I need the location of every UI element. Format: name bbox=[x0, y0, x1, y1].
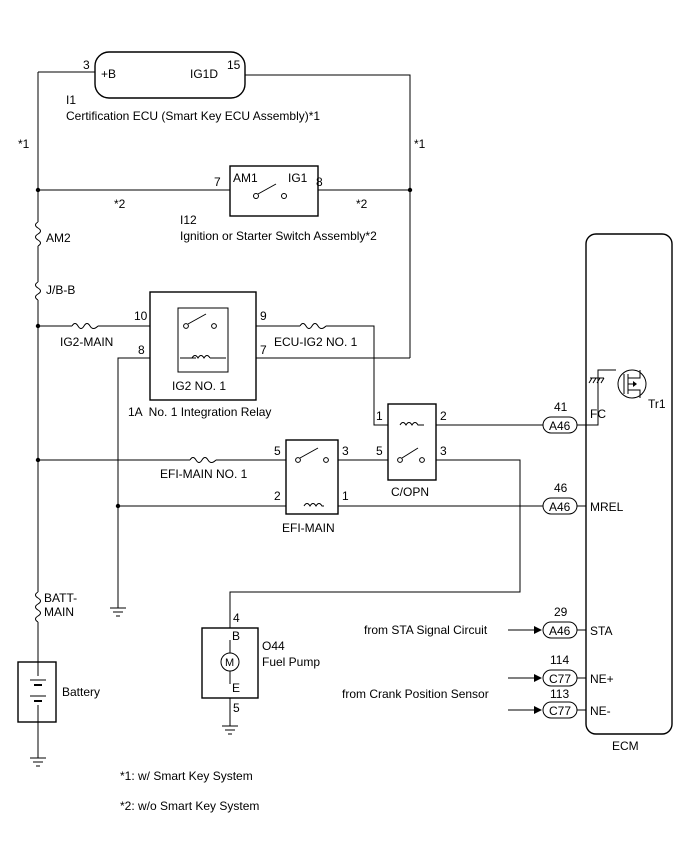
efi-relay-pin-2: 2 bbox=[274, 489, 281, 503]
cert-ecu-pin-ig1d: IG1D bbox=[190, 67, 218, 81]
input-sta-label: from STA Signal Circuit bbox=[364, 623, 488, 637]
copn-relay-pin-5: 5 bbox=[376, 444, 383, 458]
arrowheads bbox=[534, 626, 542, 714]
efi-relay-pin-5: 5 bbox=[274, 444, 281, 458]
ig2-relay: 10 9 8 7 IG2 NO. 1 1A No. 1 Integration … bbox=[128, 291, 271, 419]
ecm-terminal-sta-signal: STA bbox=[590, 624, 612, 638]
ecm-terminal-mrel-signal: MREL bbox=[590, 500, 624, 514]
fuse-efi-main-no1-label: EFI-MAIN NO. 1 bbox=[160, 467, 248, 481]
fuel-pump-term-e: E bbox=[232, 681, 240, 695]
fuel-pump-motor: M bbox=[225, 657, 234, 669]
note-mark-right-1: *1 bbox=[414, 137, 426, 151]
cert-ecu-code: I1 bbox=[66, 93, 76, 107]
fuel-pump-pin-5: 5 bbox=[233, 701, 240, 715]
ecm-terminal-ne-minus: 113 C77 NE- bbox=[542, 687, 611, 719]
fuel-pump: M B E 4 5 O44 Fuel Pump bbox=[201, 611, 320, 715]
ecm-terminal-ne-minus-signal: NE- bbox=[590, 704, 611, 718]
fuse-batt-main-line1: BATT- bbox=[44, 591, 77, 605]
ecm-terminal-mrel-pin: 46 bbox=[554, 481, 568, 495]
ecm-terminal-ne-plus: 114 C77 NE+ bbox=[542, 653, 614, 687]
ign-switch-pin-8: 8 bbox=[316, 175, 323, 189]
ecm-terminal-ne-plus-conn: C77 bbox=[549, 672, 571, 686]
ground-icon-2 bbox=[222, 725, 238, 735]
note-mark-left-1: *1 bbox=[18, 137, 30, 151]
cert-ecu-pin-b: +B bbox=[101, 67, 116, 81]
fuse-am2-label: AM2 bbox=[46, 231, 71, 245]
cert-ecu-pin-b-number: 3 bbox=[83, 58, 90, 72]
cert-ecu-pin-ig1d-number: 15 bbox=[227, 58, 241, 72]
ecm: ECM Tr1 41 A46 FC 46 A46 MREL bbox=[542, 233, 673, 753]
ign-switch-am1: AM1 bbox=[233, 171, 258, 185]
ground-icon-3 bbox=[30, 757, 46, 767]
footnote-1: *1: w/ Smart Key System bbox=[120, 769, 253, 783]
ecm-terminal-sta-pin: 29 bbox=[554, 605, 568, 619]
ignition-switch: AM1 IG1 7 8 I12 Ignition or Starter Swit… bbox=[180, 165, 377, 243]
ecm-terminal-fc-conn: A46 bbox=[549, 419, 571, 433]
fuse-batt-main-icon bbox=[35, 591, 41, 623]
ecm-terminal-fc-pin: 41 bbox=[554, 400, 568, 414]
fuse-jb-icon bbox=[35, 281, 41, 301]
efi-main-relay: 5 3 2 1 EFI-MAIN bbox=[274, 439, 349, 535]
fuel-pump-code: O44 bbox=[262, 639, 285, 653]
ecm-terminal-ne-minus-pin: 113 bbox=[550, 687, 569, 701]
copn-relay: 1 2 5 3 C/OPN bbox=[376, 403, 447, 499]
efi-relay-name: EFI-MAIN bbox=[282, 521, 335, 535]
transistor-tr1-label: Tr1 bbox=[648, 397, 666, 411]
battery-label: Battery bbox=[62, 685, 100, 699]
efi-relay-pin-3: 3 bbox=[342, 444, 349, 458]
ig2-relay-pin-10: 10 bbox=[134, 309, 148, 323]
note-mark-left-2: *2 bbox=[114, 197, 126, 211]
ecm-terminal-sta-conn: A46 bbox=[549, 624, 571, 638]
fuse-batt-main-line2: MAIN bbox=[44, 605, 74, 619]
ground-icon-1 bbox=[110, 607, 126, 617]
ign-switch-ig1: IG1 bbox=[288, 171, 308, 185]
ecm-terminal-fc: 41 A46 FC bbox=[542, 400, 606, 434]
ig2-relay-name: IG2 NO. 1 bbox=[172, 379, 226, 393]
ecm-name: ECM bbox=[612, 739, 639, 753]
copn-relay-pin-1: 1 bbox=[376, 409, 383, 423]
ign-switch-pin-7: 7 bbox=[214, 175, 221, 189]
certification-ecu: +B IG1D 3 15 I1 Certification ECU (Smart… bbox=[66, 51, 320, 123]
ecm-terminal-ne-plus-pin: 114 bbox=[550, 653, 569, 667]
fuse-efi-main-no1-icon bbox=[189, 457, 217, 463]
fuse-jb-label: J/B-B bbox=[46, 283, 75, 297]
ecm-terminal-ne-minus-conn: C77 bbox=[549, 704, 571, 718]
ig2-relay-pin-9: 9 bbox=[260, 309, 267, 323]
input-crank-label: from Crank Position Sensor bbox=[342, 687, 489, 701]
ecm-terminal-ne-plus-signal: NE+ bbox=[590, 672, 614, 686]
ecm-terminal-sta: 29 A46 STA bbox=[542, 605, 612, 639]
fuse-ig2-main-icon bbox=[71, 323, 99, 329]
ign-switch-code: I12 bbox=[180, 213, 197, 227]
ign-switch-name: Ignition or Starter Switch Assembly*2 bbox=[180, 229, 377, 243]
note-mark-right-2: *2 bbox=[356, 197, 368, 211]
footnote-2: *2: w/o Smart Key System bbox=[120, 799, 259, 813]
cert-ecu-name: Certification ECU (Smart Key ECU Assembl… bbox=[66, 109, 320, 123]
ecm-terminal-fc-signal: FC bbox=[590, 407, 606, 421]
ig2-relay-caption: 1A No. 1 Integration Relay bbox=[128, 405, 271, 419]
fuse-am2-icon bbox=[35, 221, 41, 247]
battery: Battery bbox=[17, 661, 100, 723]
transistor-tr1-icon bbox=[586, 369, 647, 426]
fuse-ig2-main-label: IG2-MAIN bbox=[60, 335, 113, 349]
fuse-ecu-ig2-icon bbox=[299, 323, 327, 329]
ecm-terminal-mrel-conn: A46 bbox=[549, 500, 571, 514]
fuel-pump-pin-4: 4 bbox=[233, 611, 240, 625]
ecm-terminal-mrel: 46 A46 MREL bbox=[542, 481, 624, 515]
fuse-batt-main-label: BATT- MAIN bbox=[44, 591, 80, 619]
fuse-ecu-ig2-label: ECU-IG2 NO. 1 bbox=[274, 335, 358, 349]
ig2-relay-pin-7: 7 bbox=[260, 343, 267, 357]
efi-relay-pin-1: 1 bbox=[342, 489, 349, 503]
junction-dots bbox=[35, 187, 413, 509]
ig2-relay-pin-8: 8 bbox=[138, 343, 145, 357]
copn-relay-pin-3: 3 bbox=[440, 444, 447, 458]
copn-relay-name: C/OPN bbox=[391, 485, 429, 499]
copn-relay-pin-2: 2 bbox=[440, 409, 447, 423]
fuel-pump-name: Fuel Pump bbox=[262, 655, 320, 669]
fuel-pump-term-b: B bbox=[232, 629, 240, 643]
